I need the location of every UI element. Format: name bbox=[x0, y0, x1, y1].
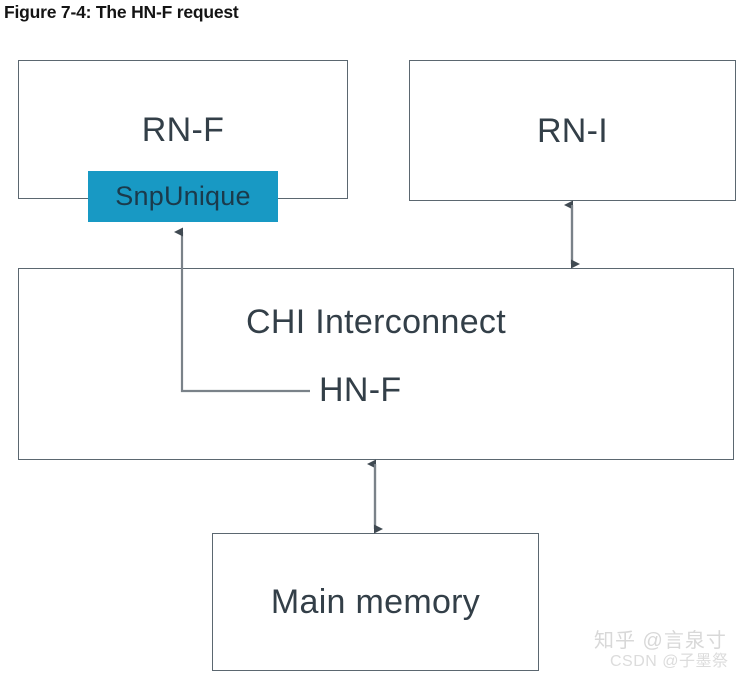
page-title: Figure 7-4: The HN-F request bbox=[4, 2, 239, 22]
watermark-zhihu: 知乎 @言泉寸 bbox=[594, 630, 727, 652]
node-hn-f-label: HN-F bbox=[319, 371, 402, 409]
watermark-csdn: CSDN @子墨祭 bbox=[610, 653, 729, 670]
node-rn-f-label: RN-F bbox=[141, 110, 225, 149]
node-main-memory: Main memory bbox=[212, 533, 539, 671]
node-rn-i: RN-I bbox=[409, 60, 736, 201]
node-chi-interconnect: CHI Interconnect HN-F bbox=[18, 268, 734, 460]
node-main-memory-label: Main memory bbox=[270, 583, 481, 621]
node-rn-i-label: RN-I bbox=[536, 111, 609, 150]
watermark: 知乎 @言泉寸 CSDN @子墨祭 bbox=[588, 624, 740, 676]
node-chi-interconnect-label: CHI Interconnect bbox=[246, 303, 506, 341]
message-snpunique: SnpUnique bbox=[88, 171, 278, 222]
message-snpunique-label: SnpUnique bbox=[115, 181, 251, 211]
